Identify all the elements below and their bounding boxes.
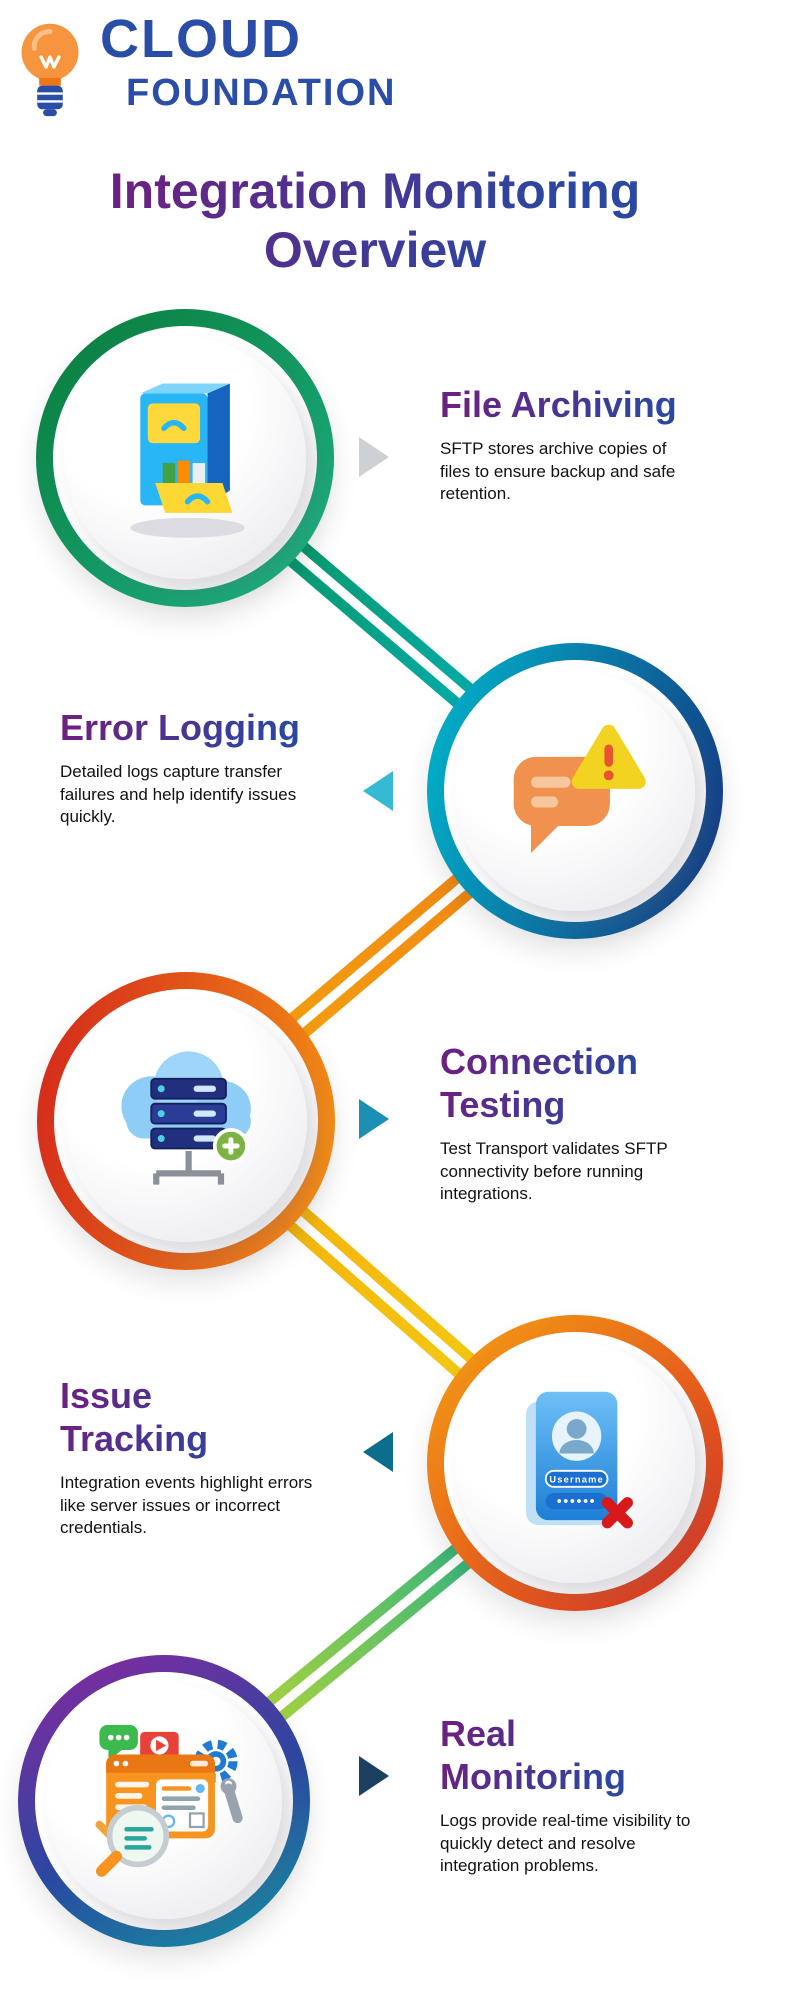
cloud-server-icon — [121, 1051, 251, 1185]
step-5-body: Logs provide real-time visibility to qui… — [440, 1811, 691, 1876]
step-2-body: Detailed logs capture transfer failures … — [60, 762, 297, 827]
password-dots: •••••• — [556, 1493, 596, 1508]
chat-warning-icon — [513, 724, 646, 853]
logo-cloud-text: CLOUD — [100, 9, 302, 69]
step-3-heading: Connection Testing — [440, 1040, 675, 1126]
step-4-icon-face: Username •••••• — [455, 1343, 695, 1583]
monitoring-dashboard-icon — [95, 1725, 243, 1877]
logo: CLOUD FOUNDATION — [10, 8, 397, 126]
step-2-text: Error Logging Detailed logs capture tran… — [60, 706, 345, 829]
step-5-text: Real Monitoring Logs provide real-time v… — [440, 1712, 690, 1878]
step-5-chevron-right-icon — [359, 1756, 389, 1796]
red-x-icon — [601, 1496, 633, 1528]
page-title: Integration Monitoring Overview — [65, 162, 685, 280]
username-label: Username — [549, 1474, 604, 1484]
step-1-icon-face — [64, 337, 306, 579]
lightbulb-logo-icon — [21, 23, 79, 117]
step-1-circle — [36, 309, 334, 607]
step-5-icon-face — [46, 1683, 282, 1919]
step-3-body: Test Transport validates SFTP connectivi… — [440, 1139, 668, 1204]
step-2-chevron-left-icon — [363, 771, 393, 811]
login-card-icon: Username •••••• — [525, 1391, 633, 1528]
step-3-icon-face — [65, 1000, 307, 1242]
step-1-circle-inner — [53, 326, 317, 590]
step-4-chevron-left-icon — [363, 1432, 393, 1472]
step-4-text: Issue Tracking Integration events highli… — [60, 1374, 312, 1540]
step-3-circle — [37, 972, 335, 1270]
step-2-circle-inner — [444, 660, 706, 922]
step-4-heading: Issue Tracking — [60, 1374, 295, 1460]
logo-text: CLOUD FOUNDATION — [100, 8, 397, 126]
step-2-circle — [427, 643, 723, 939]
step-2-icon-face — [455, 671, 695, 911]
step-1-chevron-right-icon — [359, 437, 389, 477]
step-5-circle — [18, 1655, 310, 1947]
step-4-circle-inner: Username •••••• — [444, 1332, 706, 1594]
step-5-circle-inner — [35, 1672, 293, 1930]
logo-foundation-text: FOUNDATION — [126, 72, 397, 114]
step-5-heading: Real Monitoring — [440, 1712, 675, 1798]
step-2-heading: Error Logging — [60, 706, 345, 749]
step-4-body: Integration events highlight errors like… — [60, 1473, 313, 1538]
step-1-heading: File Archiving — [440, 383, 725, 426]
step-1-body: SFTP stores archive copies of files to e… — [440, 439, 676, 504]
step-4-circle: Username •••••• — [427, 1315, 723, 1611]
step-1-text: File Archiving SFTP stores archive copie… — [440, 383, 725, 506]
step-3-text: Connection Testing Test Transport valida… — [440, 1040, 675, 1206]
file-cabinet-icon — [130, 383, 245, 538]
step-3-chevron-right-icon — [359, 1099, 389, 1139]
step-3-circle-inner — [54, 989, 318, 1253]
